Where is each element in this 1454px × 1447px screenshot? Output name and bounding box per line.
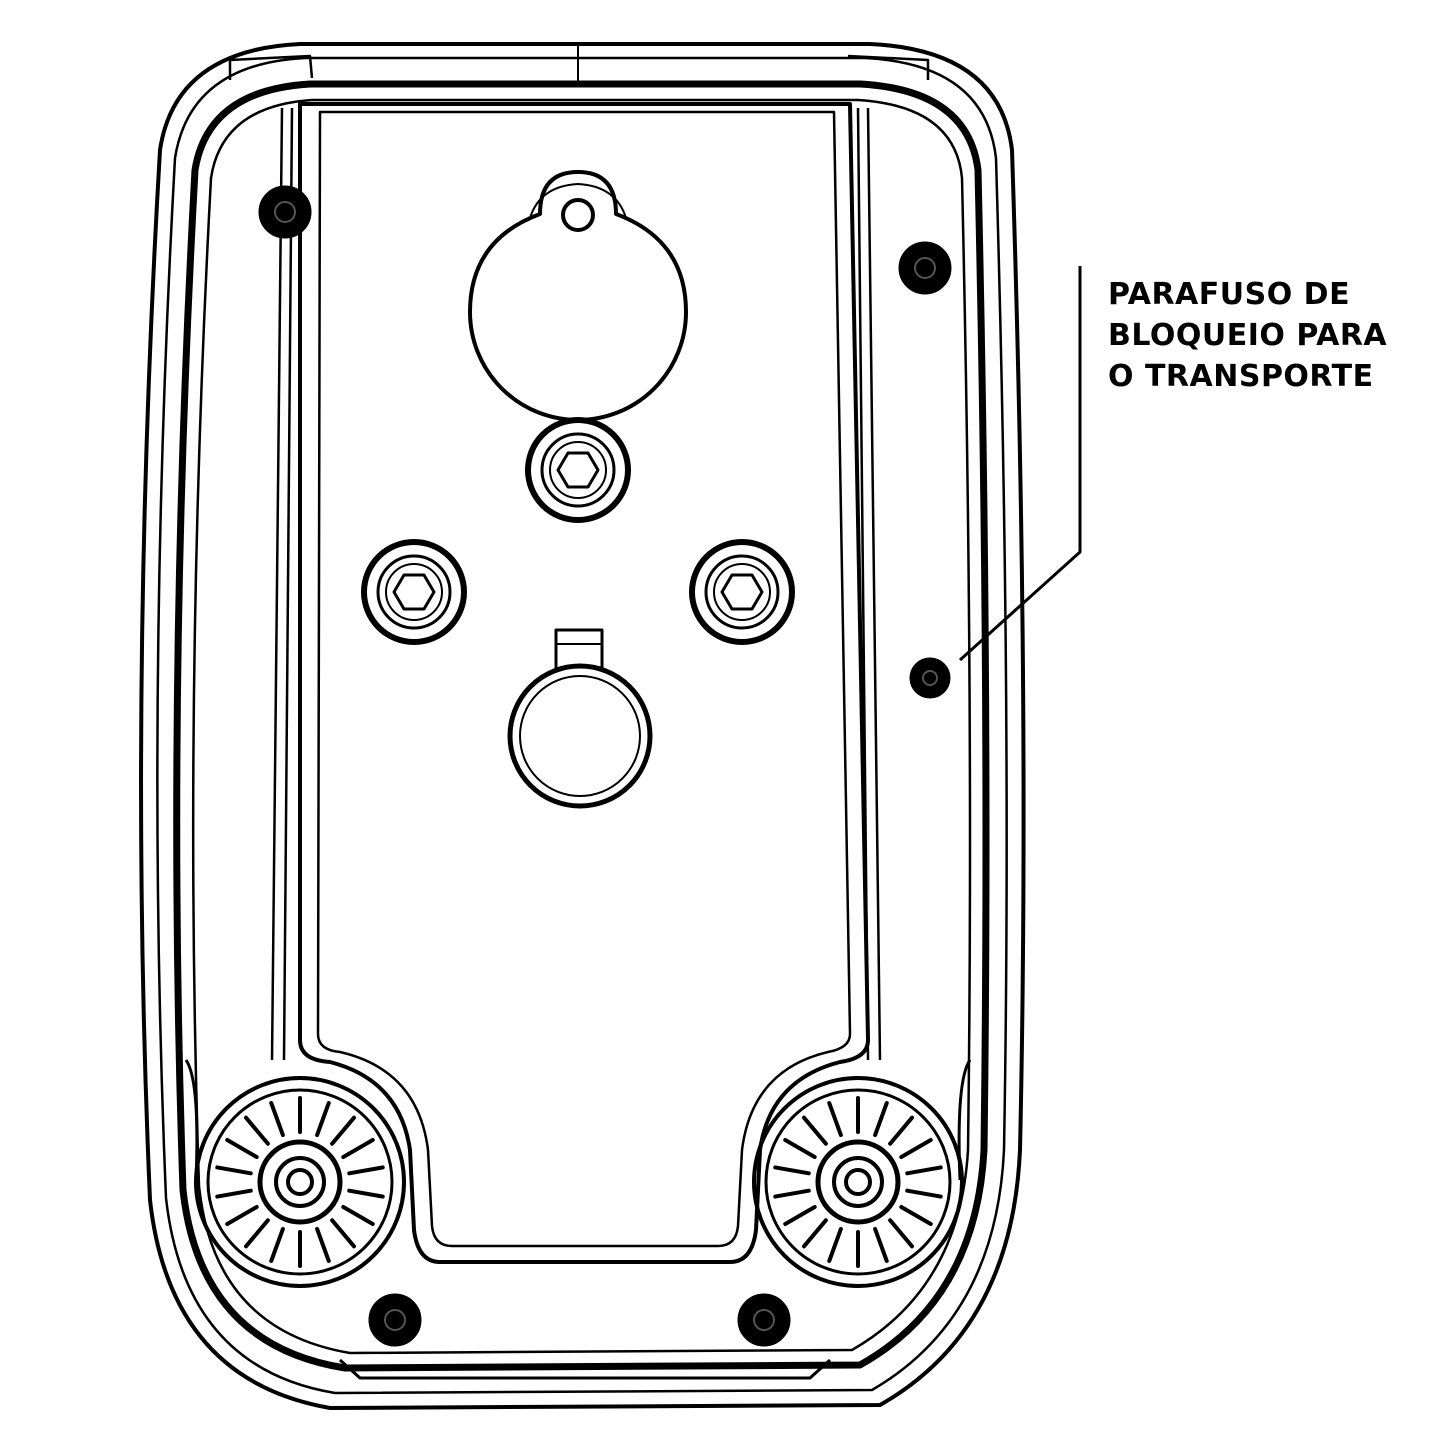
callout-leader-line <box>958 266 1082 662</box>
hex-nut-top <box>525 417 631 523</box>
top-tab-left <box>228 54 314 80</box>
hex-nut-right <box>689 539 795 645</box>
screw-bottom-left <box>368 1293 422 1347</box>
screw-top-left <box>258 185 312 239</box>
housing-edge-2 <box>156 56 1008 1395</box>
top-tab-right <box>847 54 930 80</box>
screw-bottom-right <box>737 1293 791 1347</box>
housing-rim-inner <box>191 98 972 1355</box>
transport-lock-screw-label: PARAFUSO DE BLOQUEIO PARA O TRANSPORTE <box>1108 274 1448 397</box>
inner-panel-groove <box>316 110 852 1248</box>
housing-rim <box>173 80 990 1372</box>
cable-hole <box>507 628 653 809</box>
right-channel <box>856 107 882 1061</box>
callout-line-2: BLOQUEIO PARA <box>1108 318 1388 353</box>
adjustable-foot-left <box>194 1076 406 1288</box>
left-channel <box>270 107 294 1061</box>
screw-top-right <box>898 241 952 295</box>
housing-outer-edge <box>139 42 1026 1410</box>
callout-line-1: PARAFUSO DE <box>1108 277 1351 312</box>
bottom-lip <box>338 1358 832 1380</box>
hex-nut-left <box>361 539 467 645</box>
callout-line-3: O TRANSPORTE <box>1108 359 1374 394</box>
adjustable-foot-right <box>752 1076 964 1288</box>
keyhole-mount <box>468 170 688 422</box>
transport-lock-screw <box>909 657 951 699</box>
inner-panel-outline <box>298 102 870 1264</box>
